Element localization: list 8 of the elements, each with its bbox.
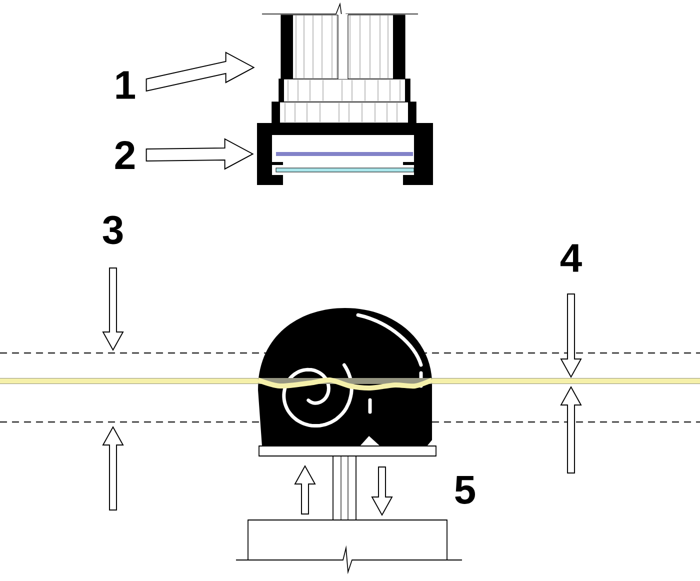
callout-number: 3 xyxy=(102,216,123,244)
callout-number: 1 xyxy=(116,71,135,99)
filter-holder-drawing xyxy=(257,123,433,186)
callout-number: 4 xyxy=(560,244,582,272)
objective-drawing xyxy=(262,2,418,124)
callout-number: 5 xyxy=(455,476,475,504)
callout-number: 2 xyxy=(115,141,135,169)
arrow xyxy=(146,138,254,170)
